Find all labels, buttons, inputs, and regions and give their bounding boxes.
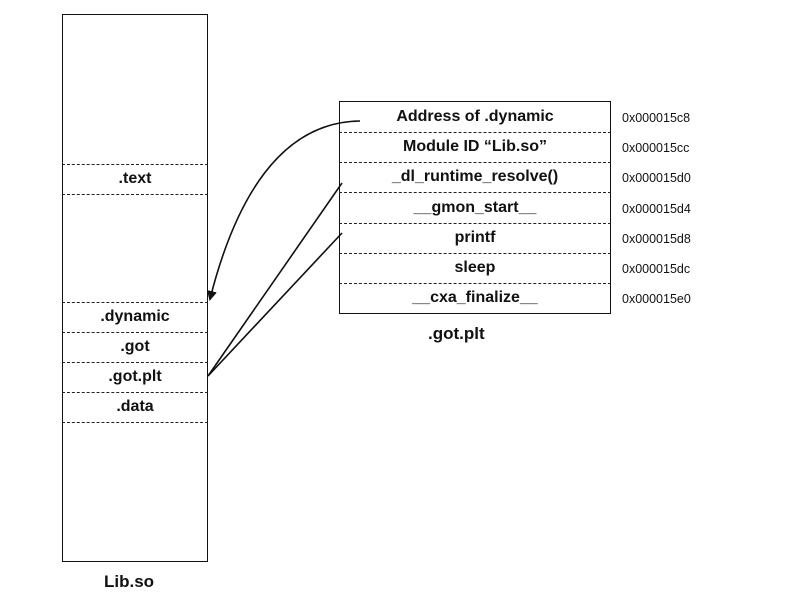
- section-divider: [62, 392, 208, 393]
- address-label: 0x000015e0: [622, 292, 691, 306]
- entry-divider: [339, 223, 611, 224]
- section-divider: [62, 422, 208, 423]
- got-entry-printf: printf: [454, 229, 496, 246]
- address-label: 0x000015c8: [622, 111, 691, 125]
- got-entry-dl-runtime-resolve: _dl_runtime_resolve(): [391, 168, 559, 185]
- section-divider: [62, 194, 208, 195]
- section-divider: [62, 164, 208, 165]
- entry-divider: [339, 192, 611, 193]
- entry-divider: [339, 132, 611, 133]
- got-plt-table: [339, 101, 611, 314]
- got-plt-caption: .got.plt: [428, 324, 485, 343]
- entry-divider: [339, 162, 611, 163]
- got-plt-range-line-top: [207, 182, 343, 377]
- got-entry-sleep: sleep: [454, 259, 496, 276]
- entry-divider: [339, 253, 611, 254]
- got-plt-range-line-bottom: [207, 232, 343, 377]
- section-divider: [62, 362, 208, 363]
- section-divider: [62, 332, 208, 333]
- address-label: 0x000015dc: [622, 262, 691, 276]
- lib-so-caption: Lib.so: [104, 572, 155, 591]
- address-label: 0x000015cc: [622, 141, 690, 155]
- section-got: .got: [120, 338, 150, 355]
- address-label: 0x000015d4: [622, 202, 691, 216]
- lib-so-box: [62, 14, 208, 562]
- got-entry-cxa-finalize: __cxa_finalize__: [412, 289, 538, 306]
- address-label: 0x000015d8: [622, 232, 691, 246]
- entry-divider: [339, 283, 611, 284]
- section-text: .text: [118, 170, 152, 187]
- got-entry-module-id: Module ID “Lib.so”: [403, 138, 547, 155]
- got-entry-gmon-start: __gmon_start__: [413, 199, 537, 216]
- got-entry-dynamic-address: Address of .dynamic: [396, 108, 554, 125]
- section-data: .data: [116, 398, 154, 415]
- section-divider: [62, 302, 208, 303]
- dynamic-pointer-arrow: [207, 120, 361, 301]
- address-label: 0x000015d0: [622, 171, 691, 185]
- section-dynamic: .dynamic: [100, 308, 170, 325]
- section-got-plt: .got.plt: [108, 368, 162, 385]
